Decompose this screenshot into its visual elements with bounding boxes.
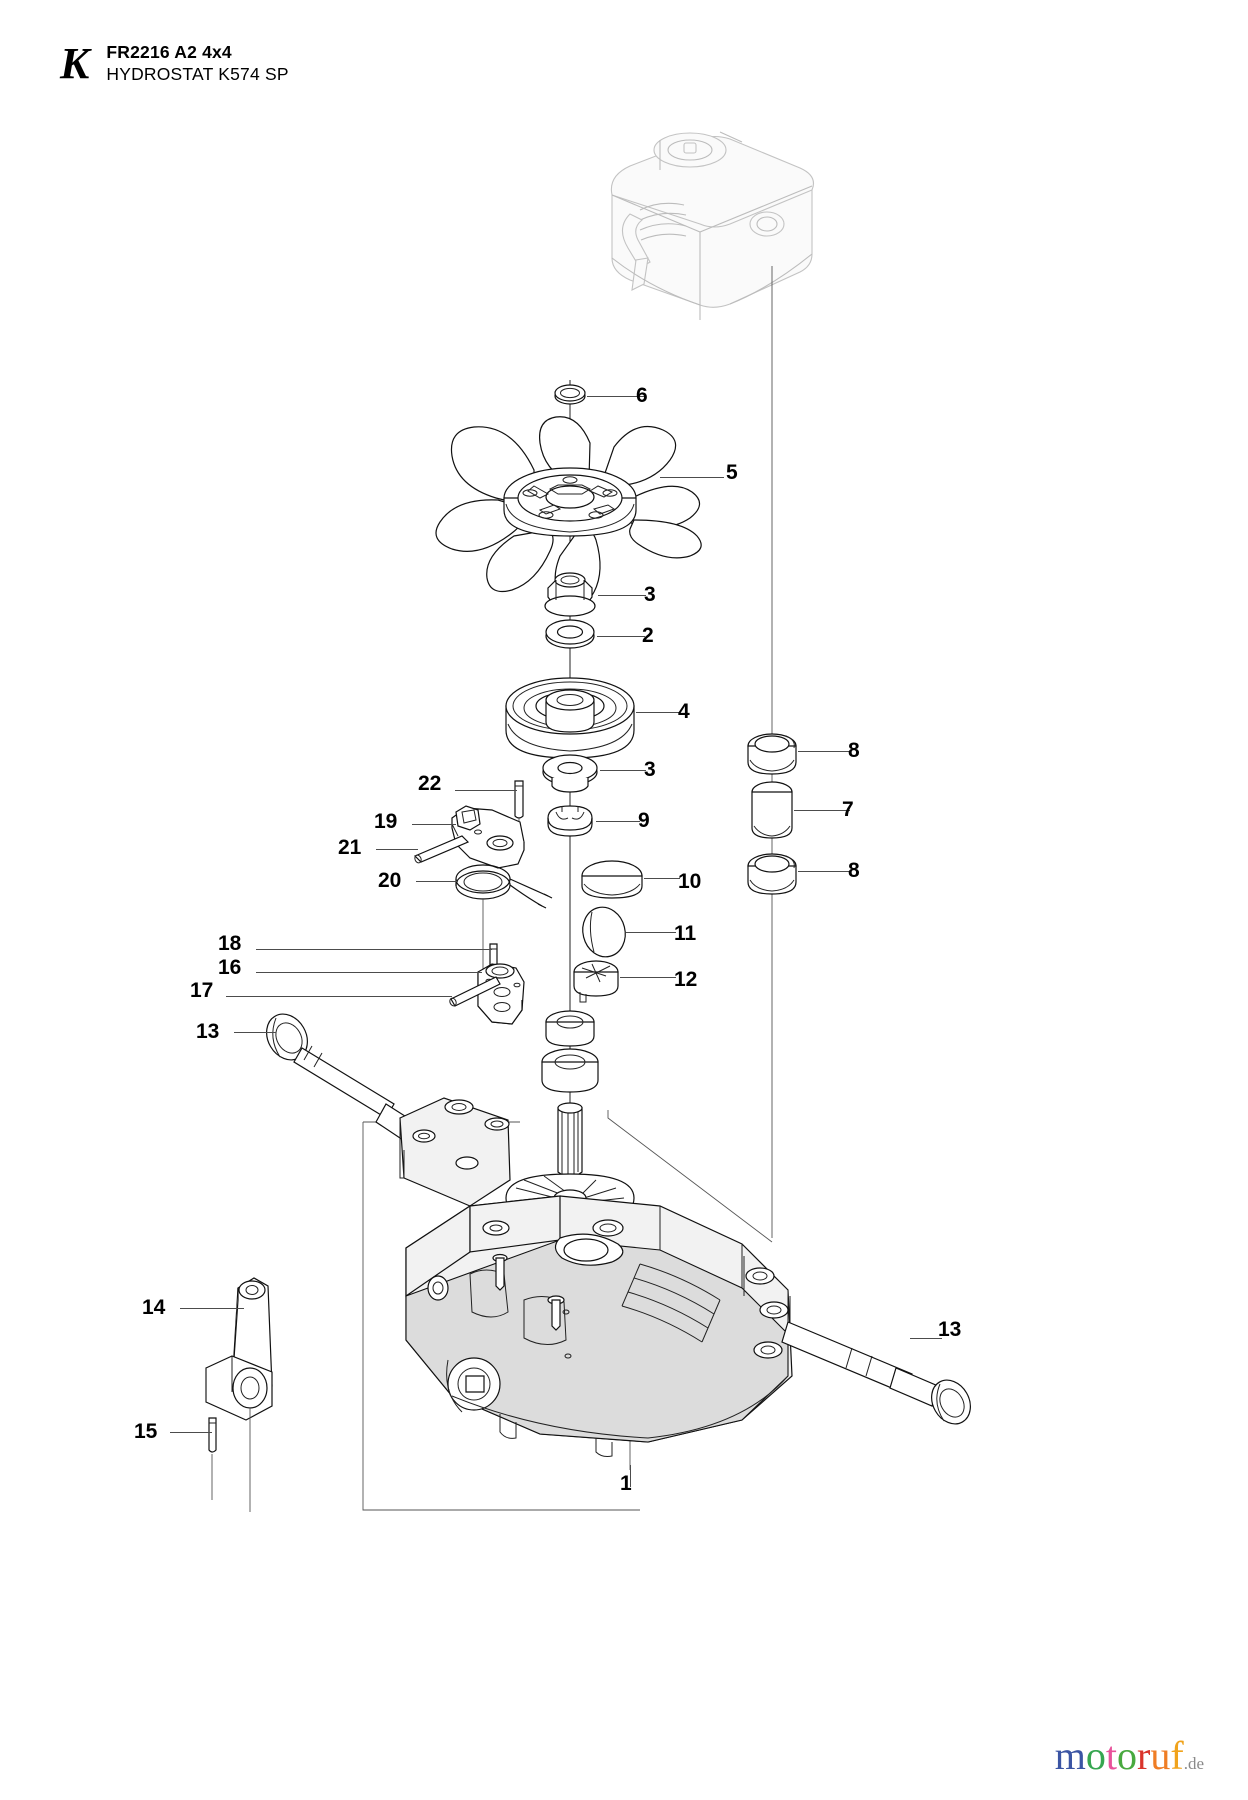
watermark-motoruf: motoruf.de: [1055, 1736, 1204, 1784]
leader-3a: [598, 595, 646, 596]
part-12-vent-cap: [574, 961, 618, 1002]
right-axle-shaft: [782, 1322, 938, 1406]
leader-11: [626, 932, 676, 933]
part-19-damper-lever: [452, 806, 524, 868]
callout-13-axle-seal-left: 13: [196, 1020, 220, 1043]
leader-2: [597, 636, 645, 637]
watermark-letter-t: t: [1105, 1733, 1118, 1778]
leader-8a: [798, 751, 850, 752]
callout-10-cap-plug: 10: [678, 870, 702, 893]
part-3-washer-lower: [543, 755, 597, 792]
leader-15: [170, 1432, 212, 1433]
part-16-bypass-bracket: [478, 964, 524, 1024]
watermark-letter-u: u: [1150, 1733, 1171, 1778]
callout-19-damper-lever: 19: [374, 810, 398, 833]
leader-21: [376, 849, 418, 850]
watermark-suffix: .de: [1183, 1754, 1204, 1773]
callout-20-torsion-spring: 20: [378, 869, 402, 892]
leader-9: [596, 821, 640, 822]
leader-16: [256, 972, 482, 973]
leader-13b: [910, 1338, 942, 1339]
part-21-pin: [414, 836, 468, 864]
leader-8b: [798, 871, 850, 872]
part-15-roll-pin: [209, 1418, 216, 1452]
part-1-transaxle-housing: [400, 1011, 792, 1457]
leader-22: [455, 790, 517, 791]
part-6-retaining-ring: [555, 385, 585, 404]
page-header: K FR2216 A2 4x4 HYDROSTAT K574 SP: [60, 36, 289, 86]
watermark-letter-m: m: [1054, 1733, 1086, 1778]
part-2-flat-washer: [546, 620, 594, 648]
leader-14: [180, 1308, 244, 1309]
header-titles: FR2216 A2 4x4 HYDROSTAT K574 SP: [106, 36, 288, 85]
section-letter: K: [60, 39, 89, 88]
callout-3-flange-nut: 3: [644, 583, 656, 606]
callout-7-spacer-sleeve: 7: [842, 798, 854, 821]
part-8-bushing-lower: [748, 854, 796, 894]
callout-14-control-lever-arm: 14: [142, 1296, 166, 1319]
leader-1: [630, 1465, 631, 1487]
callout-6-retaining-ring-top: 6: [636, 384, 648, 407]
callout-21-pin-damper: 21: [338, 836, 362, 859]
part-13-axle-seal-right: [924, 1373, 978, 1431]
part-7-spacer-sleeve: [752, 782, 792, 838]
leader-17: [226, 996, 452, 997]
part-8-bushing-upper: [748, 734, 796, 774]
callout-5-cooling-fan: 5: [726, 461, 738, 484]
leader-18: [256, 949, 492, 950]
callout-2-flat-washer-fan: 2: [642, 624, 654, 647]
leader-10: [644, 878, 680, 879]
leader-5: [660, 477, 724, 478]
watermark-letter-f: f: [1170, 1733, 1184, 1778]
part-11-disc-seal: [578, 903, 631, 962]
part-10-cap-plug: [582, 861, 642, 898]
engine-ghost-illustration: [611, 132, 813, 320]
leader-6: [587, 396, 645, 397]
callout-1-transaxle-housing: 1: [620, 1472, 632, 1495]
callout-17-pin-bypass: 17: [190, 979, 214, 1002]
callout-15-roll-pin-lever: 15: [134, 1420, 158, 1443]
part-14-control-lever: [206, 1278, 272, 1420]
leader-4: [636, 712, 680, 713]
callout-8-bearing-bushing-lower: 8: [848, 859, 860, 882]
callout-22-roll-pin-damper: 22: [418, 772, 442, 795]
leader-13a: [234, 1032, 276, 1033]
leader-12: [620, 977, 676, 978]
model-subtitle: HYDROSTAT K574 SP: [106, 64, 289, 84]
callout-3-washer-pulley: 3: [644, 758, 656, 781]
callout-18-roll-pin-bypass: 18: [218, 932, 242, 955]
callout-8-bearing-bushing-upper: 8: [848, 739, 860, 762]
callout-12-vent-cap: 12: [674, 968, 698, 991]
part-9-e-clip: [548, 806, 592, 836]
part-4-pulley: [506, 678, 634, 758]
watermark-letter-o: o: [1085, 1733, 1106, 1778]
part-3-flange-nut-upper: [545, 573, 595, 616]
part-17-pin: [449, 977, 500, 1007]
leader-19: [412, 824, 456, 825]
model-title: FR2216 A2 4x4: [106, 42, 232, 62]
watermark-letter-r: r: [1137, 1733, 1151, 1778]
watermark-letters: motoruf: [1055, 1736, 1184, 1776]
callout-11-disc-seal: 11: [674, 922, 697, 945]
part-20-torsion-spring: [456, 865, 552, 908]
part-22-roll-pin: [515, 781, 523, 818]
leader-3b: [600, 770, 646, 771]
callout-13-axle-seal-right: 13: [938, 1318, 962, 1341]
watermark-letter-o: o: [1117, 1733, 1138, 1778]
callout-16-bypass-control-bracket: 16: [218, 956, 242, 979]
leader-7: [794, 810, 850, 811]
callout-9-e-clip: 9: [638, 809, 650, 832]
leader-20: [416, 881, 458, 882]
callout-4-pulley-v-belt: 4: [678, 700, 690, 723]
